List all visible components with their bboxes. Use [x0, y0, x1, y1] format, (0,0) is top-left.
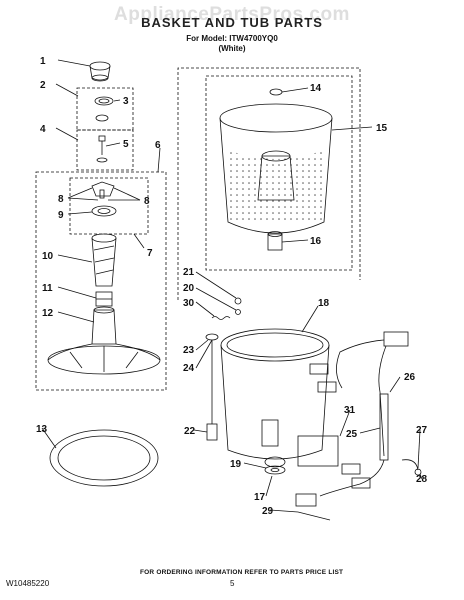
callout-28: 28 — [416, 474, 428, 485]
agitator-base-part — [47, 306, 161, 375]
agitator-dogs-part — [91, 181, 117, 217]
callout-27: 27 — [416, 425, 428, 436]
retainer-ring-part — [94, 96, 114, 106]
tub-seal-part — [264, 465, 286, 475]
callout-31: 31 — [344, 405, 356, 416]
callout-20: 20 — [183, 283, 195, 294]
agitator-auger-part — [91, 233, 117, 287]
bolt-part — [96, 135, 108, 163]
callout-25: 25 — [346, 429, 358, 440]
callout-8-right: 8 — [144, 196, 150, 207]
callout-4: 4 — [40, 124, 46, 135]
rod-end-part — [206, 423, 218, 441]
color-line: (White) — [218, 44, 246, 53]
callout-1: 1 — [40, 56, 46, 67]
basket-nut-part — [269, 88, 283, 96]
callout-12: 12 — [42, 308, 54, 319]
callout-7: 7 — [147, 248, 153, 259]
wash-basket-part — [219, 103, 333, 234]
callout-22: 22 — [184, 426, 196, 437]
callout-23: 23 — [183, 345, 195, 356]
group-box-7 — [69, 177, 149, 235]
callout-3: 3 — [123, 96, 129, 107]
callout-29: 29 — [262, 506, 274, 517]
callout-18: 18 — [318, 298, 330, 309]
callout-26: 26 — [404, 372, 416, 383]
callout-11: 11 — [42, 283, 53, 294]
document-number: W10485220 — [6, 579, 50, 588]
group-box-6 — [35, 171, 167, 391]
wire-harness-part — [295, 331, 422, 521]
callout-14: 14 — [310, 83, 322, 94]
clip-part — [235, 309, 241, 315]
callout-5: 5 — [123, 139, 129, 150]
callout-9: 9 — [58, 210, 64, 221]
page-number: 5 — [230, 579, 235, 588]
callout-30: 30 — [183, 298, 195, 309]
group-box-15 — [205, 75, 353, 271]
callout-21: 21 — [183, 267, 195, 278]
site-watermark: AppliancePartsPros.com — [114, 4, 350, 25]
spring-part — [211, 316, 231, 320]
ordering-note: FOR ORDERING INFORMATION REFER TO PARTS … — [140, 569, 344, 576]
callout-8-left: 8 — [58, 194, 64, 205]
callout-10: 10 — [42, 251, 54, 262]
screw-part — [234, 297, 242, 305]
group-box-2 — [76, 87, 134, 131]
grommet-part — [205, 333, 219, 341]
page-title: BASKET AND TUB PARTS — [141, 15, 323, 30]
model-line: For Model: ITW4700YQ0 — [186, 34, 278, 43]
assembly-outline — [177, 67, 361, 300]
outer-tub-part — [220, 328, 330, 468]
callout-19: 19 — [230, 459, 242, 470]
drive-block-part — [267, 231, 283, 251]
callout-17: 17 — [254, 492, 266, 503]
balance-ring-part — [49, 429, 159, 487]
coupler-part — [95, 291, 113, 307]
agitator-cap-part — [89, 61, 111, 82]
callout-6: 6 — [155, 140, 161, 151]
callout-16: 16 — [310, 236, 322, 247]
callout-13: 13 — [36, 424, 48, 435]
washer-part — [95, 114, 109, 122]
group-box-4 — [76, 129, 134, 171]
callout-15: 15 — [376, 123, 388, 134]
callout-24: 24 — [183, 363, 195, 374]
callout-2: 2 — [40, 80, 46, 91]
